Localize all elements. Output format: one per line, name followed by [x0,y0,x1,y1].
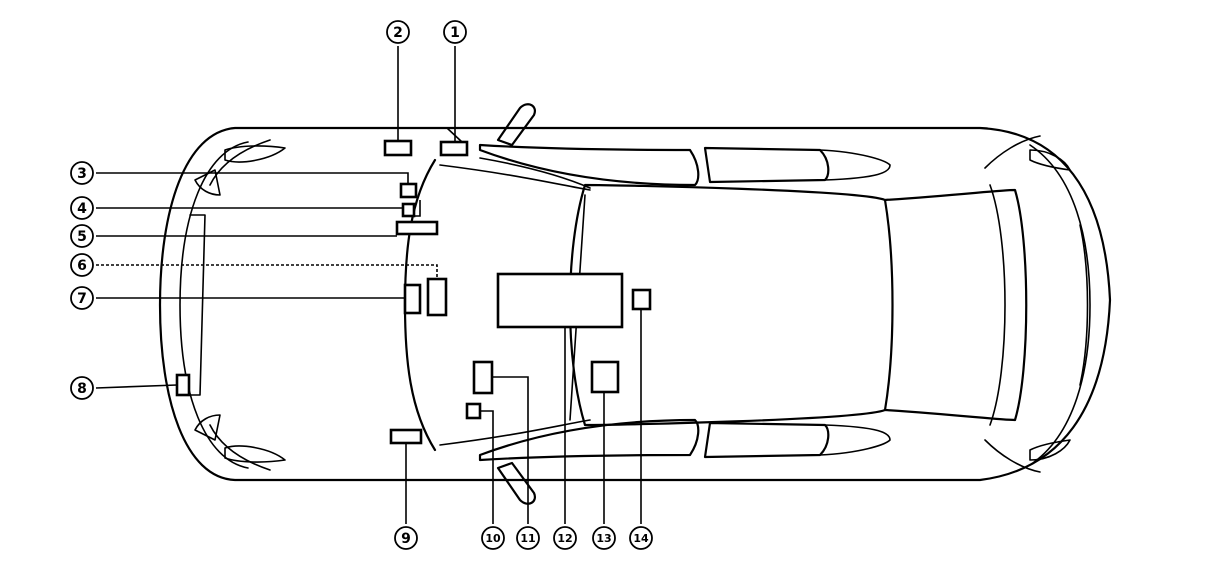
callout-4: 4 [70,196,94,220]
component-14 [631,288,652,311]
callout-12: 12 [553,526,577,550]
callout-11: 11 [516,526,540,550]
component-3 [399,182,418,199]
svg-text:9: 9 [401,531,411,547]
svg-text:3: 3 [77,166,87,182]
component-6 [426,277,448,317]
car-body-outline [158,103,1112,505]
component-10 [465,402,482,420]
svg-text:14: 14 [633,532,649,545]
svg-text:1: 1 [450,25,460,41]
component-7 [403,283,422,315]
callout-1: 1 [443,20,467,44]
callout-7: 7 [70,286,94,310]
svg-text:11: 11 [520,532,535,545]
component-5 [395,220,439,236]
component-9 [389,428,423,445]
components [175,139,652,445]
svg-text:10: 10 [485,532,501,545]
svg-text:13: 13 [596,532,611,545]
component-1 [439,140,469,157]
component-4 [401,202,416,218]
component-8 [175,373,191,397]
component-12 [496,272,624,329]
callout-8: 8 [70,376,94,400]
svg-text:7: 7 [77,291,87,307]
svg-text:2: 2 [393,25,403,41]
component-11 [472,360,494,395]
svg-text:6: 6 [77,258,87,274]
component-13 [590,360,620,394]
svg-text:4: 4 [77,201,87,217]
callout-6: 6 [70,253,94,277]
callout-14: 14 [629,526,653,550]
svg-text:5: 5 [77,229,87,245]
callout-3: 3 [70,161,94,185]
component-2 [383,139,413,157]
svg-text:12: 12 [557,532,572,545]
callout-13: 13 [592,526,616,550]
svg-text:8: 8 [77,381,87,397]
callout-5: 5 [70,224,94,248]
callout-2: 2 [386,20,410,44]
callout-9: 9 [394,526,418,550]
leader-lines [95,46,642,524]
callout-10: 10 [481,526,505,550]
